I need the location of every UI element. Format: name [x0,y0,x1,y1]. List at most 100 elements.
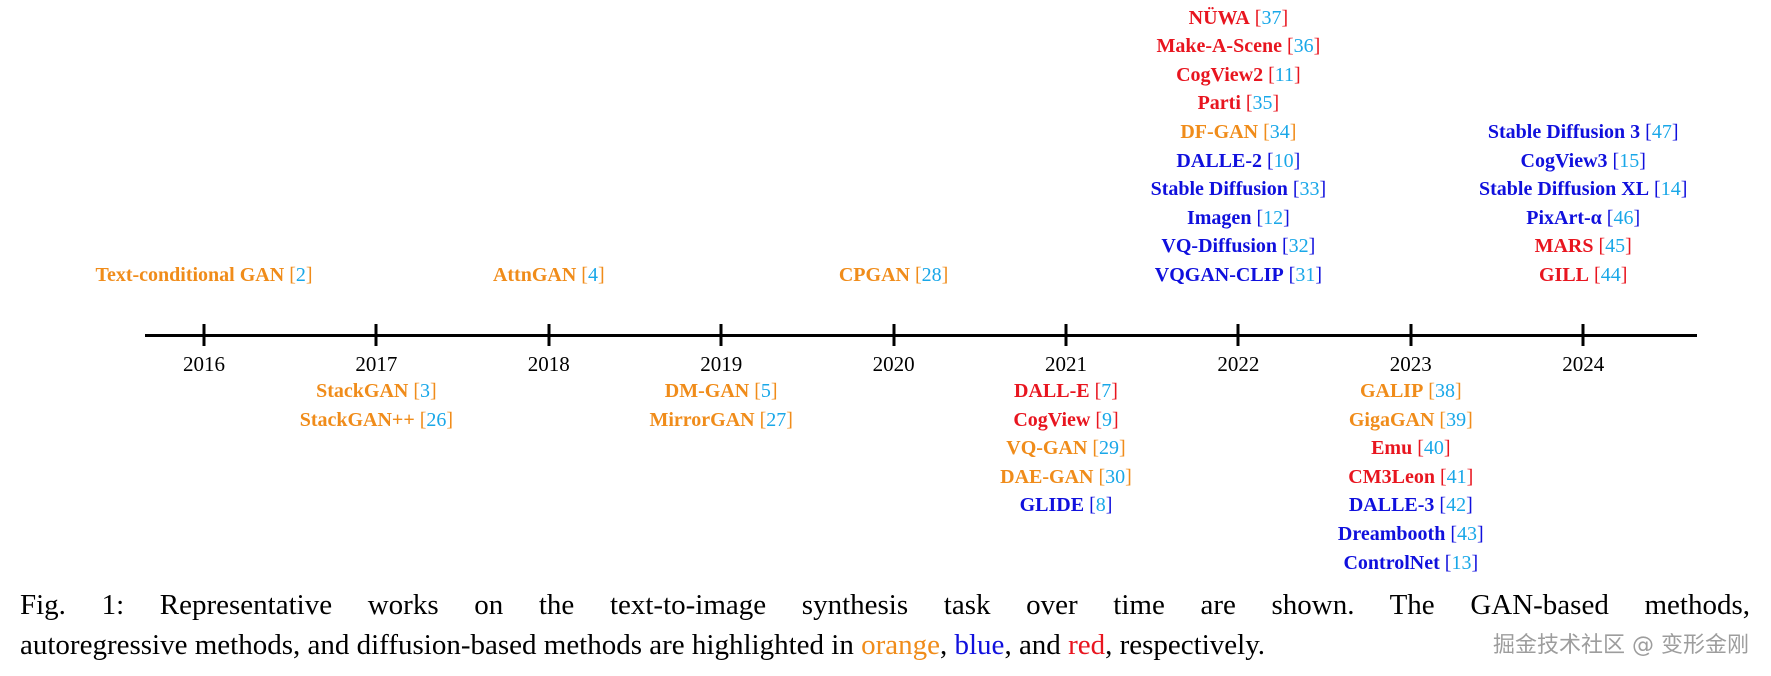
ref-bracket-open: [ [1450,523,1457,545]
ref-number: 47 [1651,121,1672,143]
ref-bracket-open: [ [1288,264,1296,286]
method-entry: PixArt-α [46] [1526,205,1640,231]
year-tick-2019 [719,324,723,346]
ref-number: 43 [1457,523,1477,545]
ref-bracket-close: ] [1272,92,1280,115]
ref-bracket-open: [ [1089,494,1096,517]
method-name: CogView2 [1176,63,1264,86]
ref-number: 37 [1261,6,1282,29]
method-entry: GLIDE [8] [1020,492,1113,518]
ref-number: 38 [1434,380,1455,402]
year-tick-2021 [1064,324,1068,346]
caption-blue-word: blue [954,629,1005,661]
ref-number: 33 [1299,178,1320,201]
ref-number: 4 [587,264,598,286]
method-name: Emu [1371,437,1413,460]
method-entry: CogView3 [15] [1521,148,1646,174]
method-entry: MARS [45] [1535,233,1632,259]
ref-number: 13 [1451,551,1472,574]
caption-orange-word: orange [861,629,940,661]
ref-number: 39 [1446,408,1467,431]
ref-bracket-open: [ [1263,121,1270,143]
ref-bracket-close: ] [941,264,949,286]
method-entry: StackGAN [3] [316,378,437,404]
method-name: Text-conditional GAN [95,264,285,286]
method-name: VQ-GAN [1006,437,1088,460]
ref-bracket-close: ] [1471,551,1479,574]
ref-bracket-open: [ [1095,408,1103,431]
ref-bracket-open: [ [1654,178,1661,201]
ref-number: 9 [1102,408,1113,431]
method-entry: VQGAN-CLIP [31] [1155,262,1322,288]
ref-number: 10 [1273,149,1294,172]
ref-bracket-open: [ [1282,235,1289,258]
ref-bracket-open: [ [1439,494,1447,517]
method-name: GALIP [1359,380,1424,402]
ref-number: 30 [1105,465,1126,488]
ref-number: 31 [1295,264,1316,286]
ref-number: 34 [1269,121,1290,143]
ref-bracket-open: [ [581,264,588,286]
ref-number: 8 [1095,494,1106,517]
method-entry: Text-conditional GAN [2] [95,262,312,288]
method-entry: GigaGAN [39] [1349,407,1473,433]
year-tick-2016 [202,324,206,346]
method-entry: CM3Leon [41] [1348,464,1473,490]
ref-bracket-close: ] [430,380,437,402]
caption-text: autoregressive methods, and diffusion-ba… [20,629,862,661]
ref-number: 28 [921,264,942,286]
method-name: Dreambooth [1337,523,1446,545]
ref-bracket-open: [ [1598,235,1606,258]
ref-bracket-close: ] [1620,264,1628,286]
method-entry: DALLE-2 [10] [1176,148,1300,174]
ref-bracket-close: ] [1466,465,1474,488]
year-label-2019: 2019 [700,352,743,376]
ref-number: 7 [1101,380,1112,402]
method-entry: Stable Diffusion XL [14] [1479,176,1687,202]
ref-bracket-close: ] [786,408,793,431]
method-name: GigaGAN [1348,408,1435,431]
method-name: DF-GAN [1180,121,1259,143]
ref-number: 15 [1619,149,1640,172]
method-name: Make-A-Scene [1156,35,1282,58]
ref-bracket-open: [ [1606,206,1614,229]
method-entry: DF-GAN [34] [1180,119,1296,145]
ref-number: 46 [1613,206,1634,229]
ref-bracket-close: ] [1112,408,1119,431]
method-entry: CogView2 [11] [1176,62,1301,88]
year-tick-2017 [374,324,378,346]
ref-bracket-close: ] [1639,149,1646,172]
method-entry: Make-A-Scene [36] [1156,33,1320,59]
method-name: PixArt-α [1526,206,1602,229]
ref-bracket-open: [ [1428,380,1435,402]
ref-bracket-close: ] [1477,523,1484,545]
ref-bracket-close: ] [1293,149,1301,172]
ref-number: 14 [1660,178,1681,201]
method-name: Parti [1197,92,1241,115]
ref-number: 32 [1288,235,1309,258]
ref-bracket-close: ] [1283,206,1290,229]
method-entry: VQ-Diffusion [32] [1161,233,1315,259]
ref-bracket-open: [ [413,380,421,402]
method-entry: AttnGAN [4] [493,262,605,288]
ref-number: 5 [760,380,771,402]
method-entry: GILL [44] [1539,262,1627,288]
ref-bracket-close: ] [1289,121,1297,143]
timeline-axis [145,334,1697,337]
ref-bracket-open: [ [1267,149,1274,172]
ref-bracket-open: [ [1098,465,1106,488]
method-entry: Dreambooth [43] [1338,521,1484,547]
method-entry: Parti [35] [1198,90,1280,116]
method-name: MARS [1534,235,1594,258]
ref-bracket-open: [ [1417,437,1424,460]
method-name: DM-GAN [664,380,750,402]
method-name: CogView3 [1520,149,1608,172]
ref-bracket-open: [ [754,380,761,402]
ref-bracket-close: ] [1680,178,1688,201]
method-entry: Imagen [12] [1187,205,1290,231]
ref-bracket-close: ] [446,408,454,431]
ref-bracket-open: [ [1444,551,1452,574]
year-label-2016: 2016 [183,352,225,376]
ref-bracket-open: [ [1439,465,1447,488]
